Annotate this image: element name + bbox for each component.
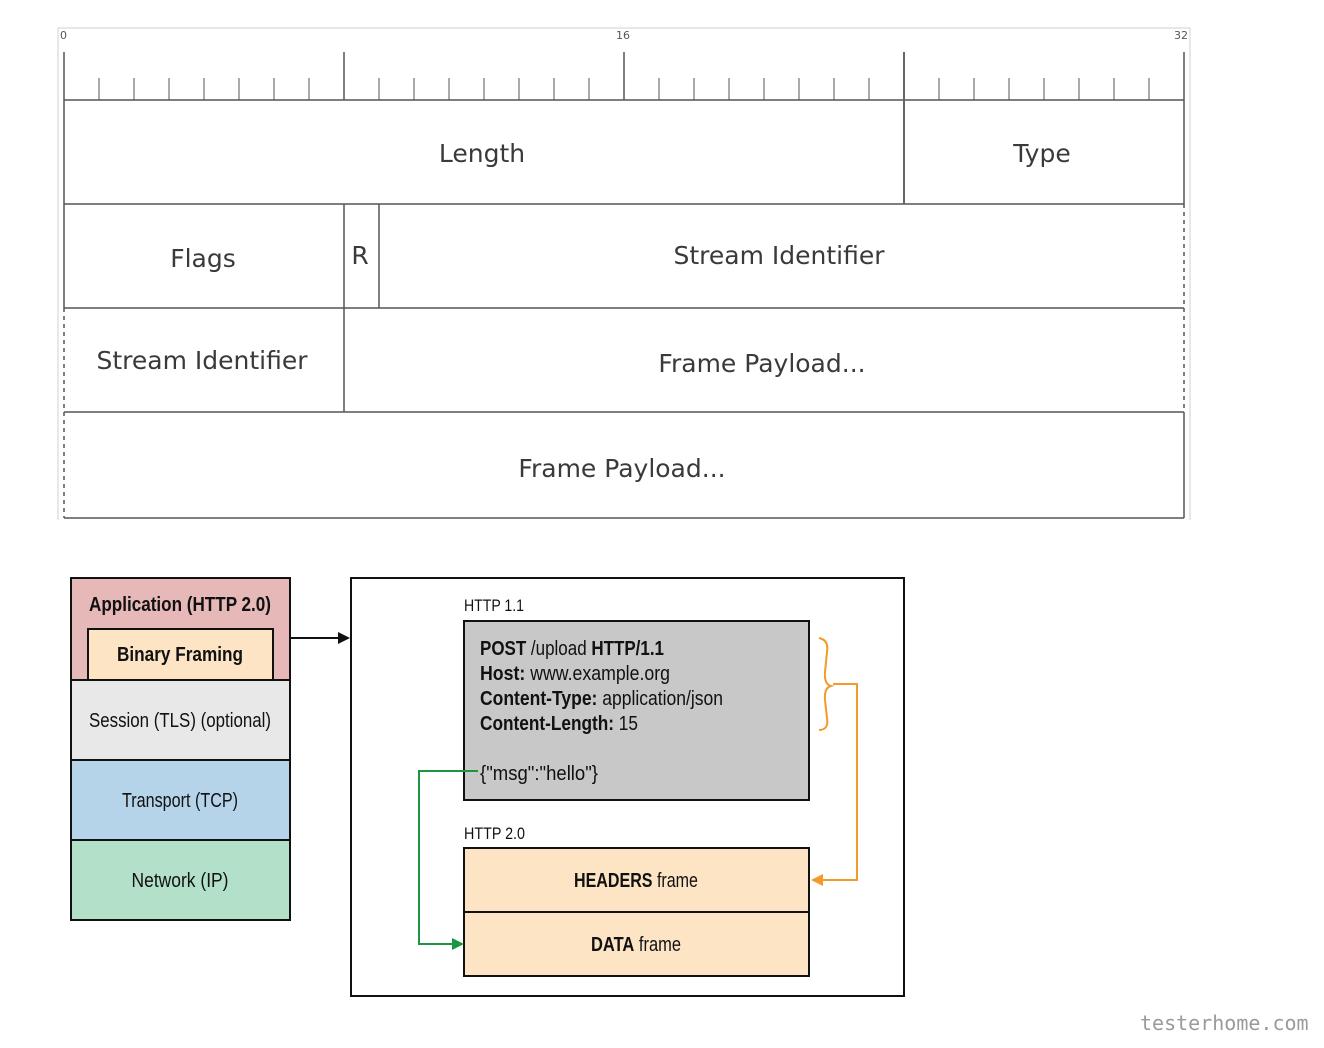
data-frame-label: DATA frame <box>591 934 681 956</box>
data-frame <box>463 911 810 977</box>
data-arrow <box>418 770 478 950</box>
http11-host-header: Host: www.example.org <box>480 663 670 685</box>
headers-brace <box>818 637 835 731</box>
layer-transport-label: Transport (TCP) <box>122 790 238 812</box>
headers-arrow <box>811 683 858 886</box>
http11-message <box>463 620 810 801</box>
field-flags: Flags <box>170 244 236 273</box>
stack-to-detail-arrow <box>290 632 350 644</box>
headers-frame <box>463 847 810 913</box>
field-type: Type <box>1012 139 1070 168</box>
ruler-label-32: 32 <box>1174 29 1188 42</box>
http11-label: HTTP 1.1 <box>464 596 524 615</box>
layer-binary-framing-label: Binary Framing <box>117 644 243 666</box>
field-length: Length <box>439 139 525 168</box>
field-stream-identifier-cont: Stream Identifier <box>96 346 308 375</box>
field-stream-identifier: Stream Identifier <box>673 241 885 270</box>
frame-format-diagram: 0 16 32 Length Type Flags R Stream Ident… <box>57 27 1191 520</box>
http11-content-length-header: Content-Length: 15 <box>480 713 638 735</box>
protocol-stack: Application (HTTP 2.0) Binary Framing Se… <box>70 577 291 921</box>
http11-body: {"msg":"hello"} <box>480 763 598 785</box>
http11-content-type-header: Content-Type: application/json <box>480 688 723 710</box>
http11-request-line: POST /upload HTTP/1.1 <box>480 638 664 660</box>
field-frame-payload: Frame Payload... <box>658 349 865 378</box>
ruler-label-0: 0 <box>60 29 67 42</box>
layer-session <box>70 679 291 761</box>
field-reserved: R <box>351 241 368 270</box>
headers-frame-label: HEADERS frame <box>574 870 698 892</box>
layer-session-label: Session (TLS) (optional) <box>89 710 271 732</box>
ruler-ticks <box>63 52 1185 100</box>
http20-label: HTTP 2.0 <box>464 824 525 843</box>
watermark: testerhome.com <box>1140 1011 1309 1035</box>
field-frame-payload-cont: Frame Payload... <box>518 454 725 483</box>
layer-transport <box>70 759 291 841</box>
layer-application-label: Application (HTTP 2.0) <box>89 594 271 616</box>
ruler-label-16: 16 <box>616 29 630 42</box>
layer-binary-framing <box>87 628 274 681</box>
framing-detail-box: HTTP 1.1 POST /upload HTTP/1.1 Host: www… <box>350 577 905 997</box>
layer-network-label: Network (IP) <box>132 870 229 892</box>
layer-network <box>70 839 291 921</box>
